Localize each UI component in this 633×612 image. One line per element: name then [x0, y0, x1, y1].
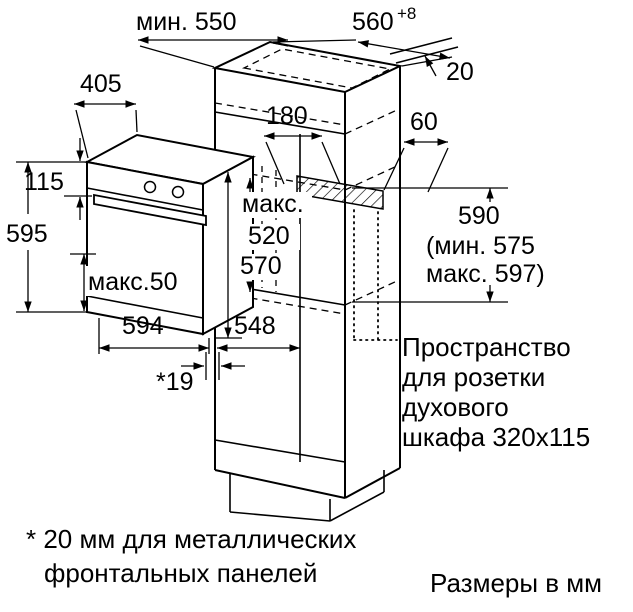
dim-min-550: [138, 36, 289, 68]
oven-knob: [143, 180, 157, 194]
oven-handle: [93, 193, 207, 227]
footnote-line2: фронтальных панелей: [44, 558, 317, 588]
dim-560-label: 560: [352, 8, 394, 36]
dim-60: [383, 138, 449, 193]
dim-20-label: 20: [446, 58, 474, 86]
dim-max-520-label-value: 520: [248, 222, 290, 250]
socket-note-line3: духового: [402, 392, 509, 422]
socket-space-dotted-outline: [353, 209, 398, 341]
dim-180-label: 180: [266, 102, 308, 130]
socket-note: Пространство для розетки духового шкафа …: [402, 332, 590, 452]
dim-60-label: 60: [410, 108, 438, 136]
label-backgrounds: [86, 192, 312, 296]
dim-590-min-label: (мин. 575: [426, 232, 535, 260]
dim-180: [264, 132, 341, 185]
dim-594-label: 594: [122, 312, 164, 340]
dim-590: [352, 187, 508, 303]
control-panel-line: [86, 187, 204, 211]
socket-note-line4: шкафа 320x115: [402, 422, 590, 452]
dim-570-label: 570: [240, 252, 282, 280]
dim-max-520-label-max: макс.: [242, 190, 304, 218]
dim-19-label: *19: [156, 368, 194, 396]
dim-595-label: 595: [6, 220, 48, 248]
dim-590-max-label: макс. 597): [426, 260, 545, 288]
dim-405: [74, 100, 138, 159]
dim-594: [98, 318, 210, 354]
oven-knob: [171, 185, 185, 199]
dim-max-50-label: макс.50: [88, 268, 178, 296]
dim-20: [424, 55, 437, 77]
dim-548-label: 548: [234, 312, 276, 340]
units-note: Размеры в мм: [430, 568, 602, 598]
dimension-labels: мин. 550 560 +8 20 405 180 60 115 595 ма…: [6, 4, 545, 396]
dim-570: [216, 172, 242, 339]
socket-note-line1: Пространство: [402, 332, 571, 362]
cabinet-drawing: [211, 37, 459, 522]
dim-405-label: 405: [80, 70, 122, 98]
oven-door-bottom-line: [86, 295, 204, 319]
recess-hatched-area: [296, 175, 384, 210]
footnote: * 20 мм для металлических фронтальных па…: [26, 524, 356, 588]
dim-19: [181, 352, 245, 380]
dim-115-label: 115: [24, 168, 64, 196]
dim-max-50: [70, 253, 96, 311]
dim-560-superscript: +8: [397, 4, 416, 23]
dim-min-550-label: мин. 550: [136, 8, 237, 36]
dim-115: [64, 138, 92, 220]
dim-595: [16, 161, 88, 313]
dim-590-label: 590: [458, 202, 500, 230]
footnote-line1: * 20 мм для металлических: [26, 524, 356, 554]
socket-note-line2: для розетки: [402, 362, 545, 392]
